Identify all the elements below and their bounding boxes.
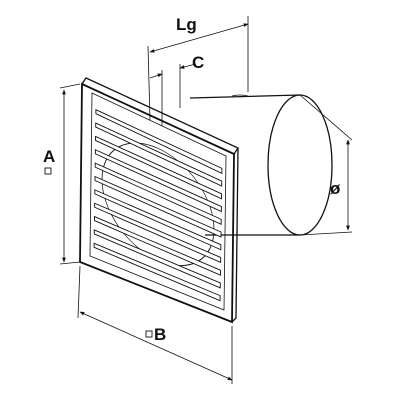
label-a: A: [43, 147, 55, 166]
louver-slat: [95, 122, 223, 187]
louver-slat: [94, 202, 222, 264]
dimension-a: A: [43, 83, 81, 265]
dimension-c: C: [149, 53, 204, 126]
label-diameter: ø: [330, 179, 341, 198]
label-lg: Lg: [176, 15, 197, 34]
dimension-diameter: ø: [299, 94, 353, 236]
louver-slat: [93, 229, 221, 289]
dimension-b: B: [77, 265, 233, 384]
label-b: B: [154, 325, 166, 344]
louver-slat: [94, 189, 222, 251]
dimension-lg: Lg: [147, 15, 249, 121]
louver-slat: [95, 108, 223, 175]
label-c: C: [192, 53, 204, 72]
louver-slat: [94, 175, 222, 238]
louver-slat: [94, 215, 221, 276]
louver-grille: [93, 108, 223, 302]
louver-slat: [95, 135, 222, 200]
square-symbol-icon: [145, 330, 153, 338]
louver-slat: [94, 149, 222, 213]
square-symbol-icon: [44, 167, 52, 175]
louver-slat: [94, 162, 222, 225]
louver-slat: [93, 242, 221, 302]
